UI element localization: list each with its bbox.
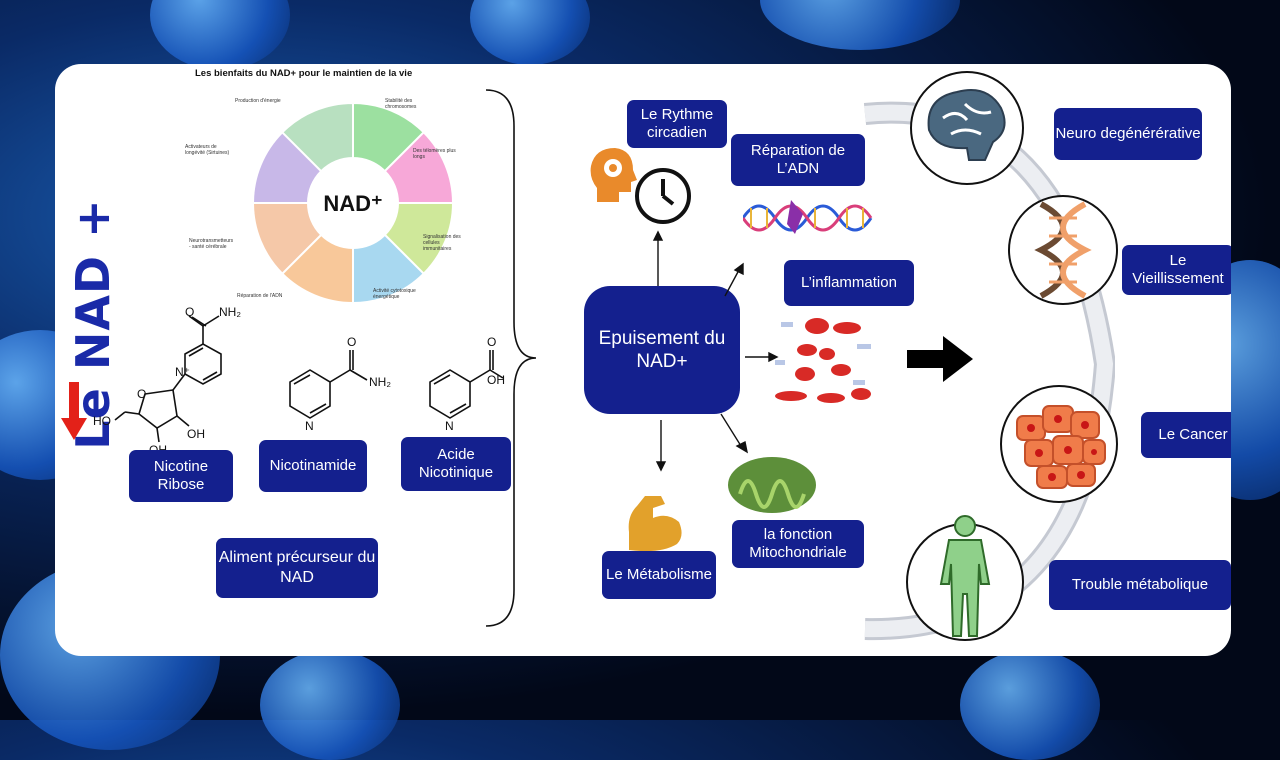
neuro-degenerative-box: Neuro degénérérative <box>1054 108 1202 160</box>
mitochondria-icon <box>728 457 816 513</box>
atom-label: O <box>185 305 194 319</box>
nad-depletion-box: Epuisement du NAD+ <box>584 286 740 414</box>
vieillissement-box: Le Vieillissement <box>1122 245 1231 295</box>
inflammation-cells-icon <box>775 318 871 403</box>
background-cell <box>760 0 960 50</box>
reparation-adn-box: Réparation de L’ADN <box>731 134 865 186</box>
nicotinamide-box: Nicotinamide <box>259 440 367 492</box>
nicotine-ribose-box: Nicotine Ribose <box>129 450 233 502</box>
atom-label: NH₂ <box>369 375 391 389</box>
trouble-metabolique-box: Trouble métabolique <box>1049 560 1231 610</box>
person-icon <box>906 515 1024 641</box>
head-icon <box>590 148 637 202</box>
dna-icon <box>1008 195 1118 305</box>
diagram-card: Le NAD + Les bienfaits du NAD+ pour le m… <box>55 64 1231 656</box>
atom-label: O <box>137 387 146 401</box>
wheel-title: Les bienfaits du NAD+ pour le maintien d… <box>195 68 413 79</box>
wheel-segment-label: Des télomères plus longs <box>413 148 456 160</box>
cancer-cells-icon <box>1000 385 1118 503</box>
grouping-brace <box>485 89 537 627</box>
dna-repair-icon <box>743 200 873 234</box>
wheel-segment-label: Production d'énergie <box>235 98 281 104</box>
atom-label: O <box>347 335 356 349</box>
wheel-segment-label: Activité cytotoxique énergétique <box>373 288 416 300</box>
brain-icon <box>910 71 1024 185</box>
black-arrow-icon <box>907 336 973 382</box>
nad-wheel: NAD⁺ <box>251 101 455 305</box>
clock-icon <box>635 168 691 224</box>
wheel-segment-label: Stabilité des chromosomes <box>385 98 417 110</box>
atom-label: O <box>487 335 496 349</box>
atom-label: OH <box>487 373 505 387</box>
wheel-segment-label: Signalisation des cellules immunitaires <box>423 234 461 252</box>
atom-label: OH <box>187 427 205 441</box>
wheel-segment-label: Réparation de l'ADN <box>237 293 283 299</box>
effect-arrows <box>652 230 779 472</box>
acide-nicotinique-box: Acide Nicotinique <box>401 437 511 491</box>
inflammation-box: L’inflammation <box>784 260 914 306</box>
wheel-segment-label: Activateurs de longévité (Sirtuines) <box>185 144 230 156</box>
atom-label: N <box>445 419 454 433</box>
molecule-structures: O NH₂ N⁺ O HO OH OH O NH₂ N O OH N <box>93 305 505 457</box>
cancer-box: Le Cancer <box>1141 412 1231 458</box>
metabolisme-box: Le Métabolisme <box>602 551 716 599</box>
atom-label: N⁺ <box>175 365 190 379</box>
background-cell <box>960 650 1100 760</box>
atom-label: NH₂ <box>219 305 241 319</box>
decrease-arrow-icon <box>61 382 87 440</box>
wheel-segment-label: Neurotransmetteurs - santé cérébrale <box>189 238 234 250</box>
fonction-mitochondriale-box: la fonction Mitochondriale <box>732 520 864 568</box>
atom-label: N <box>305 419 314 433</box>
background-cell <box>150 0 290 70</box>
background-cell <box>470 0 590 65</box>
atom-label: HO <box>93 414 111 428</box>
background-cell <box>260 650 400 760</box>
wheel-segments <box>251 101 455 305</box>
muscle-icon <box>628 496 682 552</box>
rythme-circadien-box: Le Rythme circadien <box>627 100 727 148</box>
aliment-precurseur-box: Aliment précurseur du NAD <box>216 538 378 598</box>
wheel-center-label: NAD⁺ <box>323 191 382 216</box>
